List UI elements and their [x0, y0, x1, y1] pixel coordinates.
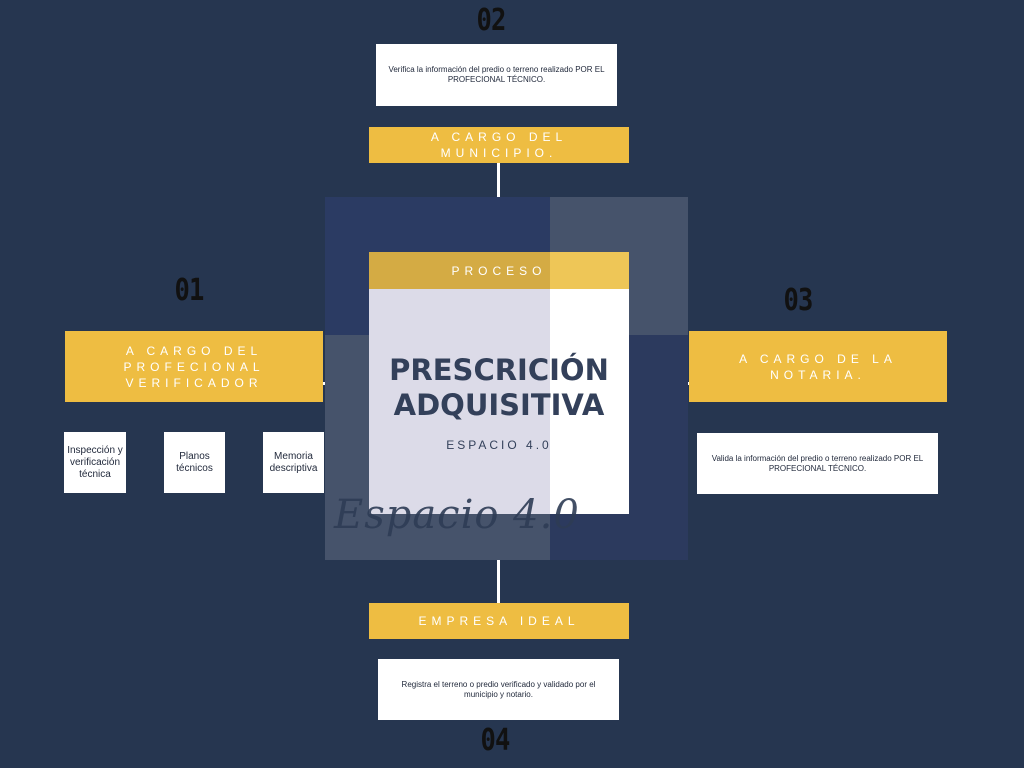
- watermark-logo: Espacio 4.0: [334, 492, 580, 538]
- step1-label: A CARGO DEL PROFECIONAL VERIFICADOR: [123, 343, 265, 390]
- page-title-line1: PRESCRICIÓN: [389, 353, 609, 387]
- process-header-highlight: [550, 252, 629, 289]
- step2-label-box: A CARGO DEL MUNICIPIO.: [369, 127, 629, 163]
- step1-number: 01: [174, 273, 205, 308]
- step1-item-label: Inspección y verificación técnica: [67, 444, 123, 480]
- step4-label-box: EMPRESA IDEAL: [369, 603, 629, 639]
- step1-item-memory: Memoria descriptiva: [263, 432, 324, 493]
- step4-label: EMPRESA IDEAL: [418, 614, 580, 628]
- page-title-line2: ADQUISITIVA: [393, 388, 605, 422]
- step2-description: Verifica la información del predio o ter…: [388, 65, 605, 84]
- step4-description: Registra el terreno o predio verificado …: [401, 679, 596, 699]
- step2-description-card: Verifica la información del predio o ter…: [376, 44, 617, 106]
- process-header-label: PROCESO: [451, 263, 547, 278]
- center-card-tint: [369, 289, 550, 514]
- center-subtitle: ESPACIO 4.0: [446, 438, 552, 452]
- step3-description: Valida la información del predio o terre…: [711, 453, 924, 473]
- step3-label-box: A CARGO DE LA NOTARIA.: [689, 331, 947, 402]
- step1-item-label: Planos técnicos: [176, 450, 213, 474]
- step4-number: 04: [480, 723, 511, 758]
- step1-item-label: Memoria descriptiva: [269, 450, 318, 474]
- step3-label: A CARGO DE LA NOTARIA.: [739, 351, 897, 382]
- step1-label-box: A CARGO DEL PROFECIONAL VERIFICADOR: [65, 331, 323, 402]
- step3-description-card: Valida la información del predio o terre…: [697, 433, 938, 494]
- step1-item-inspection: Inspección y verificación técnica: [64, 432, 126, 493]
- step3-number: 03: [783, 283, 814, 318]
- step4-description-card: Registra el terreno o predio verificado …: [378, 659, 619, 720]
- step2-label: A CARGO DEL MUNICIPIO.: [430, 130, 568, 160]
- step1-item-plans: Planos técnicos: [164, 432, 225, 493]
- step2-number: 02: [476, 3, 507, 38]
